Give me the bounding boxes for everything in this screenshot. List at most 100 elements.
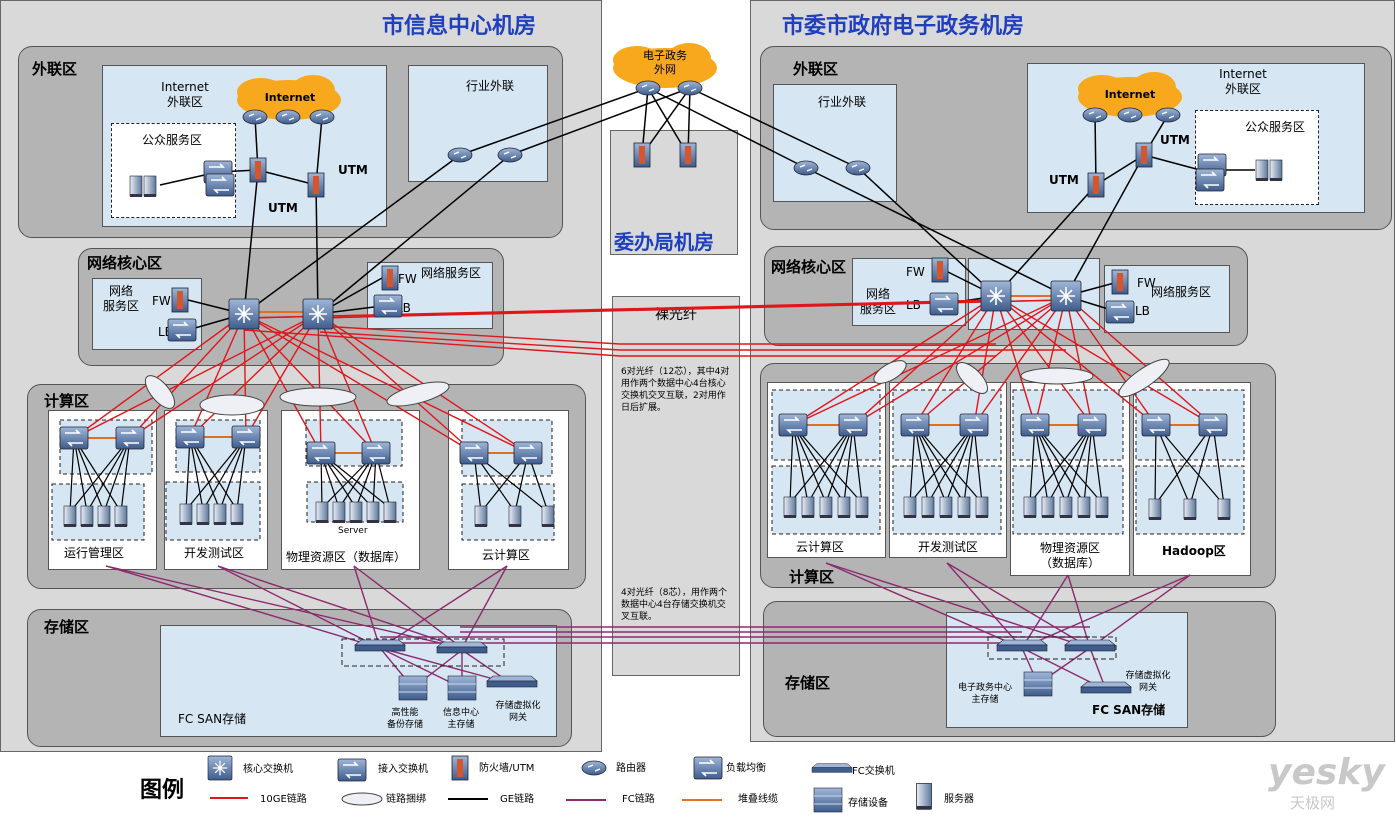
tenge-link bbox=[914, 295, 1067, 426]
tenge-link bbox=[1034, 295, 1067, 426]
legend-title: 图例 bbox=[140, 778, 185, 803]
left-fc-san-label: FC SAN存储 bbox=[178, 712, 247, 726]
fc-link bbox=[105, 565, 381, 649]
right-storage-zone-title: 存储区 bbox=[785, 674, 831, 692]
right-lb-r-label: LB bbox=[1135, 304, 1150, 318]
tenge-link bbox=[129, 313, 245, 439]
ge-link bbox=[185, 436, 247, 511]
fc-link bbox=[825, 562, 1023, 649]
legend-core-switch: 核心交换机 bbox=[243, 764, 293, 775]
ge-link bbox=[973, 424, 983, 504]
tenge-link bbox=[792, 295, 1067, 426]
ge-link bbox=[852, 424, 863, 504]
tenge-link bbox=[1065, 295, 1093, 426]
legend-10ge: 10GE链路 bbox=[260, 794, 307, 805]
left-main-storage-label: 信息中心 主存储 bbox=[442, 708, 479, 730]
right-industry-label: 行业外联 bbox=[818, 95, 867, 109]
legend-storage: 存储设备 bbox=[848, 798, 888, 809]
fc-link bbox=[946, 562, 1091, 649]
server-icon bbox=[332, 501, 346, 524]
ge-link bbox=[73, 437, 122, 513]
right-core-zone-title: 网络核心区 bbox=[771, 258, 847, 276]
legend-server: 服务器 bbox=[944, 794, 974, 805]
server-icon bbox=[1041, 496, 1055, 519]
tenge-link bbox=[245, 313, 319, 438]
left-site-title: 市信息中心机房 bbox=[382, 14, 537, 39]
tenge-link bbox=[243, 313, 475, 454]
server-icon bbox=[819, 496, 833, 519]
ge-link bbox=[1091, 424, 1103, 504]
ge-link bbox=[1034, 424, 1067, 504]
ge-link bbox=[1034, 424, 1103, 504]
ge-link bbox=[792, 424, 863, 504]
fc-link bbox=[105, 565, 463, 649]
right-area-label-2: 开发测试区 bbox=[918, 540, 979, 554]
ge-link bbox=[789, 424, 854, 504]
ge-link bbox=[914, 424, 947, 504]
ge-link bbox=[1083, 424, 1093, 504]
right-public-service-label: 公众服务区 bbox=[1245, 120, 1306, 134]
fiber-panel bbox=[612, 296, 740, 676]
server-icon bbox=[541, 505, 555, 528]
right-gateway-label: 存储虚拟化 网关 bbox=[1125, 671, 1171, 693]
legend-router: 路由器 bbox=[616, 763, 646, 774]
right-main-storage-label: 电子政务中心 主存储 bbox=[957, 683, 1012, 705]
server-icon bbox=[801, 496, 815, 519]
access-switch-icon bbox=[59, 426, 89, 450]
server-icon bbox=[213, 503, 227, 526]
right-internet-box-label: Internet 外联区 bbox=[1219, 67, 1267, 96]
legend-graphics bbox=[207, 755, 933, 813]
fc-link bbox=[1067, 574, 1091, 649]
ge-link bbox=[789, 424, 794, 504]
tenge-link bbox=[189, 313, 245, 438]
ge-link bbox=[825, 424, 854, 504]
ge-link bbox=[236, 436, 247, 511]
right-internet-cloud-label: Internet bbox=[1105, 88, 1156, 101]
ge-link bbox=[807, 424, 854, 504]
ge-link bbox=[86, 437, 131, 513]
tenge-link bbox=[243, 313, 529, 454]
tenge-link bbox=[1065, 295, 1157, 426]
ge-link bbox=[914, 424, 965, 504]
fiber-note-2: 4对光纤（8芯），用作两个数据中心4台存储交换机交叉互联。 bbox=[621, 588, 727, 622]
fc-link bbox=[946, 562, 1023, 649]
access-switch-icon bbox=[115, 426, 145, 450]
ge-link bbox=[189, 436, 204, 511]
left-compute-zone-title: 计算区 bbox=[44, 392, 90, 410]
ge-link bbox=[1154, 424, 1214, 506]
tenge-link bbox=[317, 313, 475, 454]
tenge-link bbox=[317, 313, 322, 454]
ge-link bbox=[219, 436, 247, 511]
fc-link bbox=[379, 647, 513, 685]
left-storage-zone-title: 存储区 bbox=[44, 618, 90, 636]
right-compute-zone-title: 计算区 bbox=[789, 568, 835, 586]
right-fw-r-label: FW bbox=[1137, 276, 1156, 290]
server-icon bbox=[349, 501, 363, 524]
access-switch-icon bbox=[361, 441, 391, 465]
fc-link bbox=[353, 565, 381, 649]
left-area-label-1: 运行管理区 bbox=[64, 546, 125, 560]
tenge-link bbox=[792, 295, 997, 426]
fc-link bbox=[1089, 574, 1191, 649]
right-core-service-left-label: 网络 服务区 bbox=[859, 287, 896, 316]
legend-firewall: 防火墙/UTM bbox=[479, 763, 535, 774]
server-icon bbox=[80, 505, 94, 528]
ge-link bbox=[792, 424, 809, 504]
right-area-label-3: 物理资源区 （数据库） bbox=[1039, 541, 1100, 570]
left-area-label-2: 开发测试区 bbox=[184, 546, 245, 560]
ge-link bbox=[843, 424, 854, 504]
server-icon bbox=[315, 501, 329, 524]
fc-link bbox=[1021, 574, 1191, 649]
ge-link bbox=[792, 424, 827, 504]
ge-link bbox=[1189, 424, 1214, 506]
right-area-label-4: Hadoop区 bbox=[1162, 544, 1226, 558]
middle-office-panel bbox=[610, 130, 738, 255]
fc-link bbox=[1021, 574, 1069, 649]
ge-link bbox=[69, 437, 75, 513]
server-icon bbox=[1148, 498, 1162, 521]
ge-link bbox=[103, 437, 131, 513]
right-core-service-right-label: 网络服务区 bbox=[1151, 285, 1212, 299]
access-switch-icon bbox=[513, 441, 543, 465]
legend-bundle: 链路捆绑 bbox=[386, 794, 426, 805]
left-backup-label: 高性能 备份存储 bbox=[386, 708, 423, 730]
